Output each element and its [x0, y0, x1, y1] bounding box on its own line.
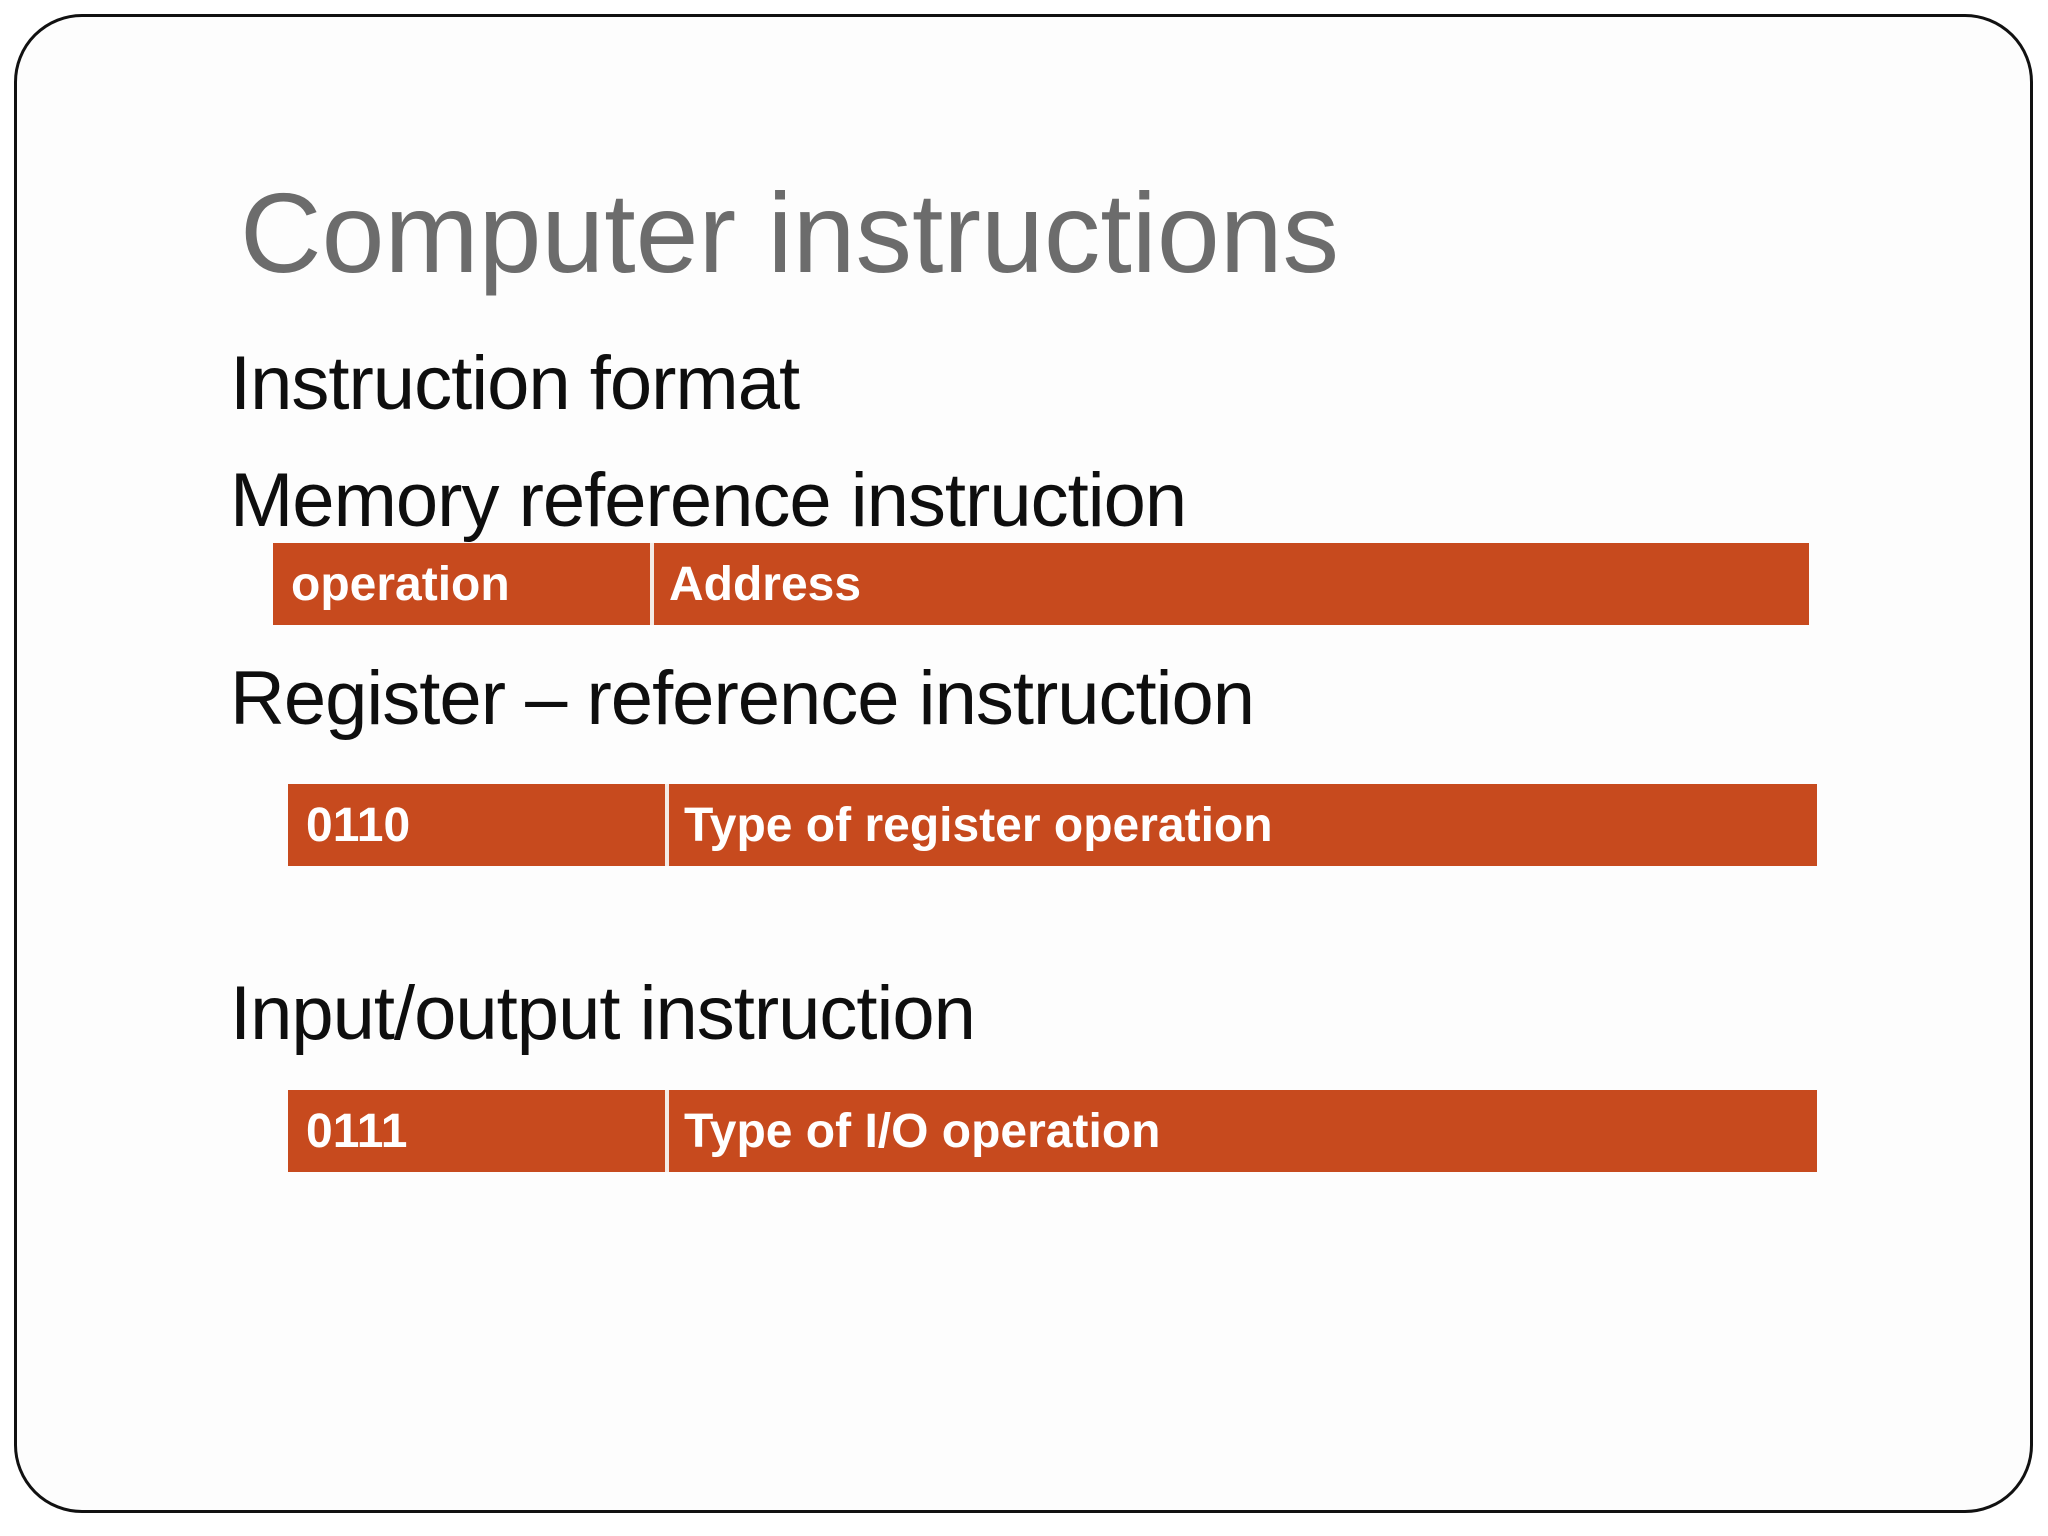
register-reference-opcode-cell: 0110 — [288, 784, 669, 866]
slide-title: Computer instructions — [240, 170, 1340, 296]
register-reference-type-cell: Type of register operation — [684, 798, 1273, 852]
input-output-format-bar: 0111 Type of I/O operation — [288, 1090, 1817, 1172]
memory-reference-address-cell: Address — [669, 557, 862, 611]
heading-register-reference-instruction: Register – reference instruction — [230, 656, 1255, 741]
slide-border-frame — [14, 14, 2033, 1513]
memory-reference-operation-cell: operation — [273, 543, 654, 625]
heading-input-output-instruction: Input/output instruction — [230, 971, 976, 1056]
input-output-opcode-cell: 0111 — [288, 1090, 669, 1172]
heading-instruction-format: Instruction format — [230, 341, 800, 426]
input-output-type-cell: Type of I/O operation — [684, 1104, 1161, 1158]
register-reference-format-bar: 0110 Type of register operation — [288, 784, 1817, 866]
heading-memory-reference-instruction: Memory reference instruction — [230, 458, 1187, 543]
memory-reference-format-bar: operation Address — [273, 543, 1809, 625]
